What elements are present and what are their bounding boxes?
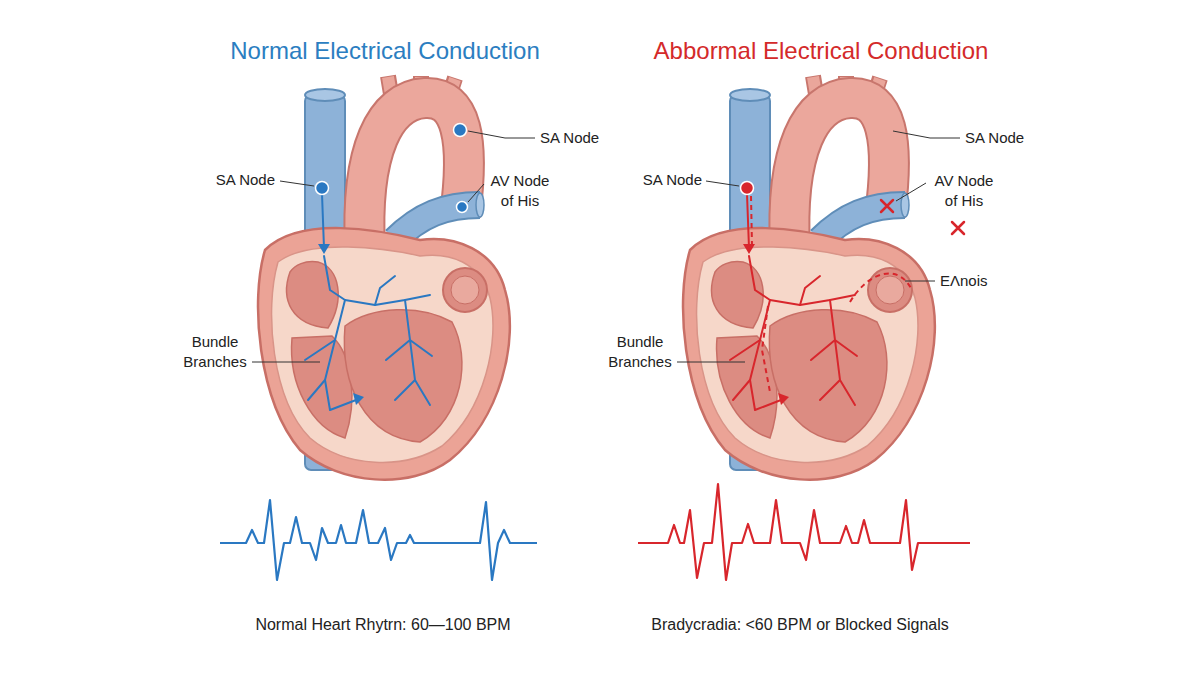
normal-conduction <box>305 194 432 410</box>
leader-line <box>896 183 926 201</box>
dashed-conduction-line <box>762 306 770 392</box>
sa-node-dot <box>454 124 467 137</box>
abnormal-heart <box>683 76 935 480</box>
leader-line <box>893 131 960 138</box>
part-label: SA Node <box>175 171 275 189</box>
normal-heart <box>258 76 510 480</box>
leader-line <box>468 131 535 138</box>
leader-line <box>252 362 320 363</box>
leader-lines <box>252 131 960 362</box>
part-label: SA Node <box>602 171 702 189</box>
panel-title: Abbormal Electrical Conduction <box>611 36 1031 66</box>
part-label: AV Node of His <box>930 171 998 211</box>
abnormal-conduction <box>730 194 857 410</box>
part-label: EΛnois <box>940 272 1040 290</box>
leader-line <box>280 181 314 186</box>
part-label: SA Node <box>965 129 1075 147</box>
dashed-conduction-line <box>850 273 912 302</box>
blocked-signal-paths <box>751 196 912 392</box>
leader-line <box>905 281 935 282</box>
sa-node-dot <box>316 182 329 195</box>
leader-line <box>677 362 745 363</box>
part-label: Bundle Branches <box>175 332 255 372</box>
caption-text: Bradycradia: <60 BPM or Blocked Signals <box>590 615 1010 635</box>
leader-line <box>468 184 484 202</box>
ecg-trace <box>220 500 537 580</box>
part-label: AV Node of His <box>486 171 554 211</box>
leader-line <box>706 181 739 186</box>
part-label: SA Node <box>540 129 650 147</box>
panel-title: Normal Electrical Conduction <box>175 36 595 66</box>
av-node-dot <box>457 202 468 213</box>
block-x-mark <box>952 222 964 234</box>
dashed-conduction-line <box>751 196 752 246</box>
caption-text: Normal Heart Rhytrn: 60—100 BPM <box>173 615 593 635</box>
ecg-trace <box>638 484 970 580</box>
block-x-mark <box>881 200 893 212</box>
sa-node-dot <box>741 182 754 195</box>
part-label: Bundle Branches <box>600 332 680 372</box>
